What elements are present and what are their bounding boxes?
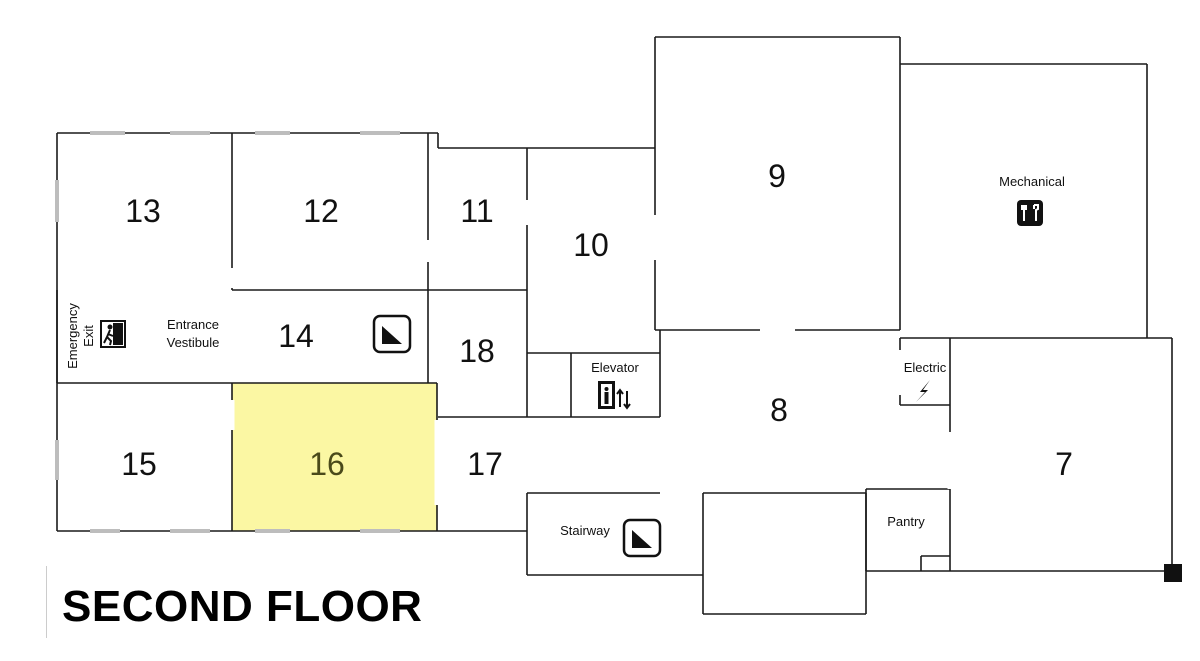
title-rule <box>46 566 47 638</box>
room-7-label[interactable]: 7 <box>1055 446 1073 482</box>
room-15-label[interactable]: 15 <box>121 446 157 482</box>
room-10-label[interactable]: 10 <box>573 227 609 263</box>
room-14-label[interactable]: 14 <box>278 318 314 354</box>
floor-title: SECOND FLOOR <box>62 582 423 631</box>
stairs-icon <box>372 314 412 354</box>
emergency-exit-icon <box>100 320 126 348</box>
elevator-icon <box>598 381 631 410</box>
stairs-icon <box>622 518 662 558</box>
room-18-label[interactable]: 18 <box>459 333 495 369</box>
room-12-label[interactable]: 12 <box>303 193 339 229</box>
room-16-highlight[interactable] <box>232 383 437 531</box>
room-8-label[interactable]: 8 <box>770 392 788 428</box>
walls-stairway-annex <box>526 492 867 615</box>
room-13-label[interactable]: 13 <box>125 193 161 229</box>
entrance-label-line1: Entrance <box>167 317 219 332</box>
elevator-label: Elevator <box>591 360 639 375</box>
walls-mechanical <box>900 63 1172 339</box>
walls-center-block <box>527 147 661 418</box>
emergency-label-line2: Exit <box>81 325 96 347</box>
emergency-label-line1: Emergency <box>65 303 80 369</box>
room-11-label[interactable]: 11 <box>460 193 493 229</box>
electric-label: Electric <box>904 360 947 375</box>
room-17-label[interactable]: 17 <box>467 446 503 482</box>
stairway-label: Stairway <box>560 523 610 538</box>
room-16-label[interactable]: 16 <box>309 446 345 482</box>
room-9-label[interactable]: 9 <box>768 158 786 194</box>
walls-pantry <box>865 488 950 572</box>
walls-left-block <box>56 132 528 532</box>
mechanical-tools-icon <box>1017 200 1043 226</box>
mechanical-label: Mechanical <box>999 174 1065 189</box>
corner-marker <box>1164 564 1182 582</box>
door-gaps <box>229 200 953 505</box>
electric-icon <box>916 380 930 402</box>
window-marks <box>55 131 400 533</box>
entrance-label-line2: Vestibule <box>167 335 220 350</box>
pantry-label: Pantry <box>887 514 925 529</box>
